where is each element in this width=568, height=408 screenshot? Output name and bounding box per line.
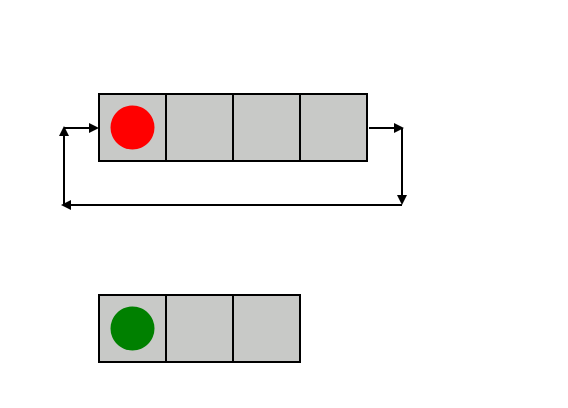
bottom-register-cell-3 [232, 294, 301, 363]
top-register-cell-4 [299, 93, 368, 162]
top-register-cell-2 [165, 93, 234, 162]
red-circle-icon [110, 105, 155, 150]
top-register [98, 93, 368, 162]
bottom-register-cell-2 [165, 294, 234, 363]
feedback-loop [59, 123, 407, 210]
bottom-register [98, 294, 301, 363]
top-register-cell-3 [232, 93, 301, 162]
green-circle-icon [110, 306, 155, 351]
